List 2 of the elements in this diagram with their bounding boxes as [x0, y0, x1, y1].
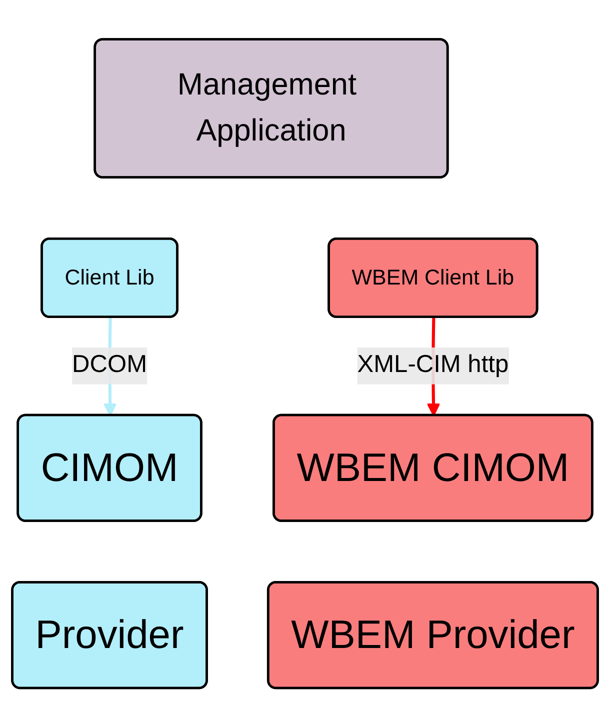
edge-label: DCOM: [72, 352, 148, 378]
edge-label: XML-CIM http: [357, 352, 509, 378]
